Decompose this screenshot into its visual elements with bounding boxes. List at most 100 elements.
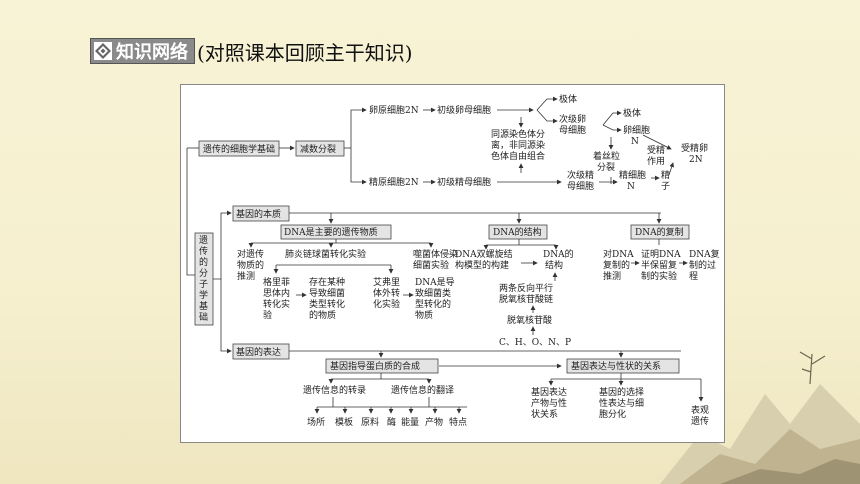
gene-expression-label: 基因的表达 [236,346,281,358]
primary-oocyte: 初级卵母细胞 [437,104,491,116]
semicons-1: 证明DNA [641,249,681,260]
avery-3: 化实验 [373,298,400,310]
page-subtitle: (对照课本回顾主干知识) [197,40,413,65]
sperm-1: 精 [661,169,670,181]
antiparallel-2: 脱氧核苷酸链 [499,293,553,305]
recombination-2: 离，非同源染 [491,139,545,151]
rep-proc-1: DNA复 [689,248,720,260]
antiparallel-1: 两条反向平行 [499,282,553,294]
sel-2: 性表达与细 [599,397,644,409]
ept-1: 基因表达 [531,386,567,398]
secondary-spermatocyte-1: 次级精 [567,169,594,181]
mb-char-5: 子 [199,279,208,290]
zygote-2: 2N [689,155,703,165]
section-header: 知识网络 (对照课本回顾主干知识) [90,37,413,65]
rep-inf-1: 对DNA [603,248,634,260]
epi-2: 遗传 [691,415,709,427]
polar-body-1: 极体 [559,93,577,105]
sel-3: 胞分化 [599,408,626,420]
fertilization-2: 作用 [647,155,665,167]
diamond-grid-icon [94,42,112,60]
badge-label: 知识网络 [116,42,188,63]
pneumococcus-label: 肺炎链球菌转化实验 [285,248,366,260]
griffith-2: 思体内 [263,287,290,299]
secondary-spermatocyte-2: 母细胞 [567,180,594,192]
inference-3: 推测 [237,270,255,282]
dna-main-label: DNA是主要的遗传物质 [284,226,378,238]
dna-replication-label: DNA的复制 [635,226,684,238]
phage-2: 细菌实验 [413,259,449,271]
translation-label: 遗传信息的翻译 [391,384,454,396]
griffith-1: 格里菲 [263,276,290,288]
factor-1: 存在某种 [309,276,345,288]
gene-expression-node [232,343,290,360]
spermatid-2: N [627,182,635,192]
ept-3: 状关系 [531,408,558,420]
recombination-1: 同源染色体分 [491,128,545,140]
rep-proc-3: 程 [689,271,698,282]
polar-body-2: 极体 [623,107,641,119]
egg-origin: 卵原细胞2N [369,104,419,116]
mb-char-4: 分 [199,268,208,279]
inference-1: 对遗传 [237,248,264,260]
root-label: 遗传的细胞学基础 [203,143,275,155]
conclusion-1: DNA是导 [415,277,455,288]
semicons-2: 半保留复 [641,259,677,271]
zygote-1: 受精卵 [681,142,708,154]
mountain-decoration [660,351,860,484]
model-1: DNA双螺旋结 [455,248,513,260]
concept-map: 遗传的细胞学基础 减数分裂 卵原细胞2N 初级卵母细胞 极体 次级卵 母细胞 极… [186,93,720,428]
deoxynucleotide-label: 脱氧核苷酸 [507,314,552,326]
factor-material: 原料 [361,416,379,428]
egg-cell-2: N [631,137,639,147]
dna-replication-node [630,224,690,240]
phage-1: 噬菌体侵染 [413,248,458,260]
gene-essence-node [232,205,290,222]
root-node [198,140,280,157]
structure-1: DNA的 [543,248,574,260]
structure-2: 结构 [545,259,563,271]
factor-site: 场所 [307,417,325,428]
factor-3: 类型转化 [309,298,345,310]
gene-essence-label: 基因的本质 [236,208,281,220]
protein-synthesis-label: 基因指导蛋白质的合成 [330,360,420,372]
conclusion-3: 型转化的 [415,298,451,310]
rep-inf-3: 推测 [603,270,621,282]
factor-template: 模板 [335,416,353,428]
mb-char-7: 基 [199,300,208,312]
knowledge-network-badge: 知识网络 [90,38,195,64]
sperm-2: 子 [661,181,670,192]
sel-1: 基因的选择 [599,386,644,398]
semicons-3: 制的实验 [641,270,677,282]
meiosis-label: 减数分裂 [300,143,336,155]
mb-char-8: 础 [199,311,208,323]
avery-2: 体外转 [373,287,400,299]
mb-char-6: 学 [199,289,208,301]
primary-spermatocyte: 初级精母细胞 [437,176,491,188]
rep-inf-2: 复制的 [603,259,630,271]
elements-label: C、H、O、N、P [499,338,571,348]
recombination-3: 色体自由组合 [491,150,545,162]
factor-enzyme: 酶 [387,416,396,428]
factor-4: 的物质 [309,309,336,321]
mb-char-3: 的 [199,256,208,268]
rep-proc-2: 制的过 [689,259,716,271]
factor-2: 导致细菌 [309,287,345,299]
epi-1: 表观 [691,404,709,416]
fertilization-1: 受精 [647,144,665,156]
spermatid-1: 精细胞 [619,169,646,181]
protein-synthesis-node [325,358,439,374]
conclusion-2: 致细菌类 [415,287,451,299]
factor-feature: 特点 [449,416,467,428]
centromere-split-1: 着丝粒 [593,150,620,162]
egg-cell-1: 卵细胞 [623,124,650,136]
mb-char-2: 传 [199,245,208,257]
griffith-4: 验 [263,309,272,321]
secondary-oocyte-1: 次级卵 [559,113,586,125]
mb-char-1: 遗 [199,234,208,246]
model-2: 构模型的构建 [455,259,509,271]
secondary-oocyte-2: 母细胞 [559,124,586,136]
gene-trait-label: 基因表达与性状的关系 [571,360,661,372]
dna-structure-node [488,224,548,240]
inference-2: 物质的 [237,259,264,271]
